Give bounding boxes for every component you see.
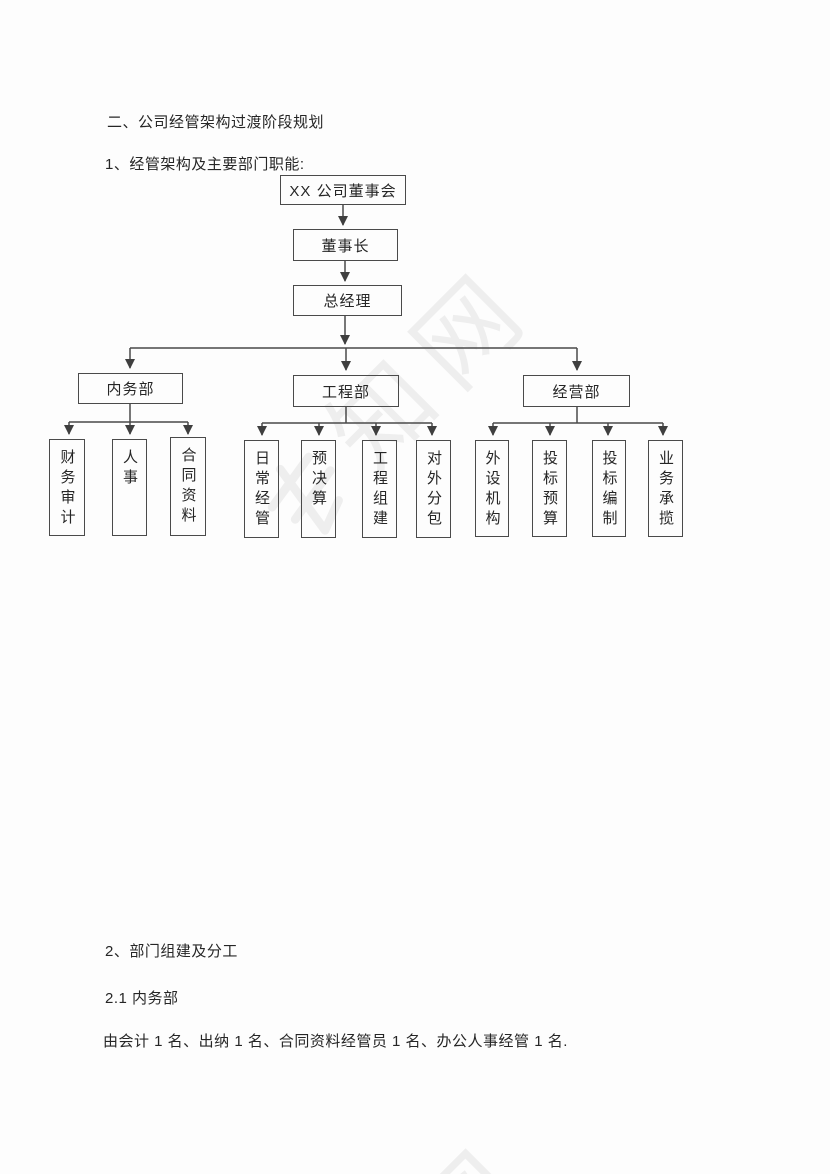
org-box-label: 合同资料 — [179, 447, 197, 527]
section2-heading: 2、部门组建及分工 — [105, 943, 238, 960]
org-box-label: 投标预算 — [541, 450, 558, 530]
org-box-general-manager: 总经理 — [293, 285, 402, 316]
subsection-heading: 2.1 内务部 — [105, 990, 179, 1007]
org-box-label: 外设机构 — [483, 450, 501, 530]
org-box-dept-engineering: 工程部 — [293, 375, 399, 407]
chart-intro-heading: 1、经管架构及主要部门职能: — [105, 156, 305, 173]
org-box-label: 预决算 — [310, 450, 327, 510]
org-box-label: 人事 — [121, 449, 138, 489]
org-box-bid-budget: 投标预算 — [532, 440, 567, 537]
org-box-label: 财务审计 — [58, 449, 76, 529]
org-box-label: 业务承揽 — [657, 450, 674, 530]
section1-heading: 二、公司经管架构过渡阶段规划 — [107, 114, 325, 131]
org-box-dept-operations: 经营部 — [523, 375, 630, 407]
org-box-external-subcontracting: 对外分包 — [416, 440, 451, 538]
org-box-label: 工程组建 — [371, 450, 388, 530]
org-box-engineering-formation: 工程组建 — [362, 440, 397, 538]
org-box-personnel: 人事 — [112, 439, 147, 536]
org-box-contract-documents: 合同资料 — [170, 437, 206, 536]
org-box-external-offices: 外设机构 — [475, 440, 509, 537]
org-box-dept-internal-affairs: 内务部 — [78, 373, 183, 404]
org-box-bid-preparation: 投标编制 — [592, 440, 626, 537]
watermark-partial: 知网 — [225, 1105, 571, 1174]
org-box-label: 对外分包 — [425, 450, 442, 530]
body-line: 由会计 1 名、出纳 1 名、合同资料经管员 1 名、办公人事经管 1 名. — [103, 1033, 568, 1050]
org-box-label: 日常经管 — [253, 450, 270, 530]
org-box-label: 投标编制 — [600, 450, 618, 530]
org-box-chairman: 董事长 — [293, 229, 398, 261]
watermark-text: 知网 — [309, 1121, 555, 1174]
org-box-finance-audit: 财务审计 — [49, 439, 85, 536]
org-box-business-contracting: 业务承揽 — [648, 440, 683, 537]
org-box-budget-final-accounts: 预决算 — [301, 440, 336, 538]
org-box-daily-management: 日常经管 — [244, 440, 279, 538]
org-box-board: XX 公司董事会 — [280, 175, 406, 205]
